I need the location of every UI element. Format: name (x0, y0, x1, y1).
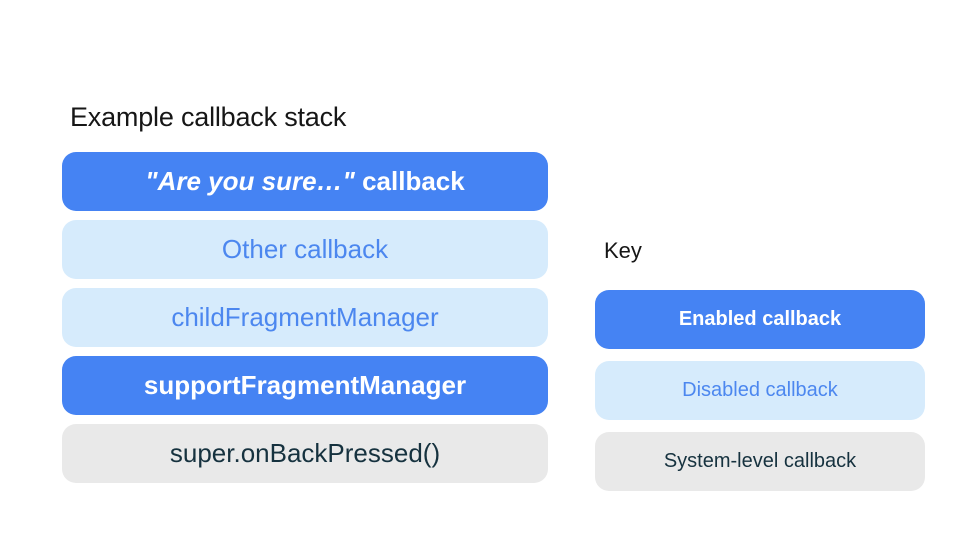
stack-item-child-fragment-manager: childFragmentManager (62, 288, 548, 347)
key-item-label: Disabled callback (682, 379, 838, 401)
stack-item-other-callback: Other callback (62, 220, 548, 279)
key-item-disabled-callback: Disabled callback (595, 361, 925, 420)
key-item-label: Enabled callback (678, 308, 842, 330)
stack-title: Example callback stack (70, 102, 347, 132)
stack-item-support-fragment-manager: supportFragmentManager (62, 356, 548, 415)
stack-item-label: "Are you sure…" callback (145, 166, 464, 197)
stack-item-label: childFragmentManager (171, 302, 439, 332)
stack-item-are-you-sure-callback: "Are you sure…" callback (62, 152, 548, 211)
key-title: Key (604, 238, 642, 263)
key-item-system-level-callback: System-level callback (595, 432, 925, 491)
key-item-label: System-level callback (663, 450, 857, 472)
stack-item-label: supportFragmentManager (143, 370, 467, 400)
stack-item-super-on-back-pressed: super.onBackPressed() (62, 424, 548, 483)
stack-item-label: super.onBackPressed() (169, 438, 441, 468)
stack-item-label-quoted: "Are you sure…" (145, 166, 355, 196)
key-item-enabled-callback: Enabled callback (595, 290, 925, 349)
stack-item-label: Other callback (221, 234, 389, 264)
stack-item-label-rest: callback (354, 166, 465, 196)
